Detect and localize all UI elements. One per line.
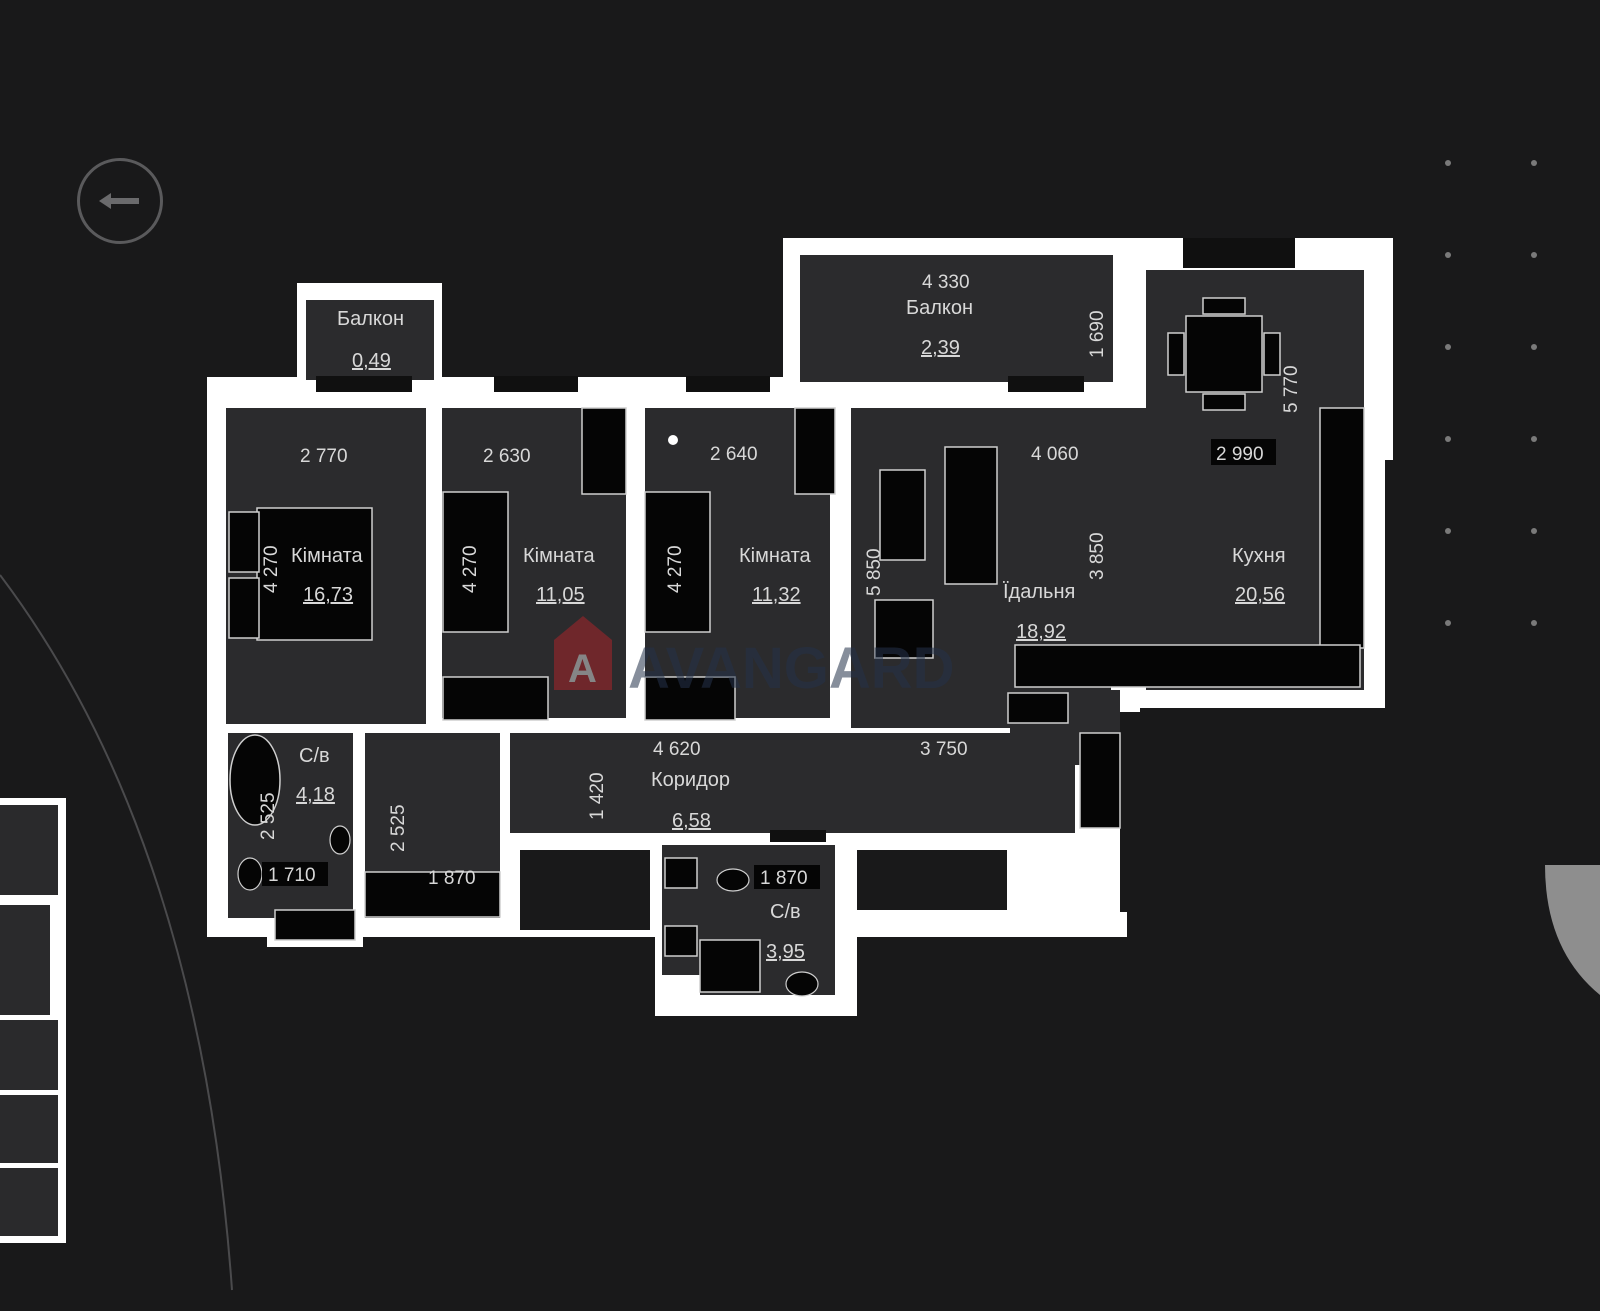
room-area-room3: 11,32 bbox=[752, 584, 801, 606]
dimension-badge bbox=[754, 865, 820, 889]
single-bed bbox=[644, 491, 711, 633]
room-area-dining: 18,92 bbox=[1016, 621, 1066, 643]
dimension-label: 4 270 bbox=[261, 545, 282, 593]
closet bbox=[442, 676, 549, 721]
dining-table bbox=[1185, 315, 1263, 393]
single-bed bbox=[442, 491, 509, 633]
dimension-label: 5 850 bbox=[864, 548, 885, 596]
washer bbox=[1007, 692, 1069, 724]
lamp-icon bbox=[668, 435, 678, 445]
kitchen-counter-bottom bbox=[1014, 644, 1361, 688]
dimension-label: 1 690 bbox=[1087, 310, 1108, 358]
dimension-label: 2 990 bbox=[1216, 444, 1264, 465]
dimension-label: 2 770 bbox=[300, 446, 348, 467]
dimension-label: 4 270 bbox=[460, 545, 481, 593]
room-area-bath1: 4,18 bbox=[296, 784, 335, 806]
room-area-balcony-large: 2,39 bbox=[921, 337, 960, 359]
room-name-room1: Кімната bbox=[291, 545, 364, 567]
svg-text:A: A bbox=[568, 647, 597, 691]
armchair bbox=[874, 599, 934, 659]
decorative-half-circle bbox=[1545, 865, 1600, 995]
dimension-label: 5 770 bbox=[1281, 365, 1302, 413]
mini-plan-thumbnail[interactable] bbox=[0, 798, 66, 1243]
room-area-kitchen: 20,56 bbox=[1235, 584, 1285, 606]
decorative-arc bbox=[0, 574, 233, 1291]
dimension-label: 3 750 bbox=[920, 739, 968, 760]
watermark-text: AVANGARD bbox=[628, 636, 955, 701]
closet bbox=[364, 871, 501, 918]
room-name-bath2: С/в bbox=[770, 901, 801, 923]
watermark: A AVANGARD bbox=[554, 616, 955, 701]
room-area-corridor: 6,58 bbox=[672, 810, 711, 832]
room-area-balcony-small: 0,49 bbox=[352, 350, 391, 372]
bathtub bbox=[229, 734, 281, 826]
chairs bbox=[1167, 297, 1281, 411]
dimension-label: 2 525 bbox=[388, 804, 409, 852]
wardrobe bbox=[794, 407, 836, 495]
sofa bbox=[944, 446, 998, 585]
wardrobe bbox=[581, 407, 627, 495]
back-button[interactable] bbox=[77, 158, 163, 244]
dimension-label: 1 870 bbox=[428, 868, 476, 889]
bath-cabinet bbox=[274, 909, 356, 941]
room-name-balcony-small: Балкон bbox=[337, 308, 404, 330]
dimension-badge bbox=[1211, 439, 1276, 465]
tv-stand bbox=[879, 469, 926, 561]
dimension-badge bbox=[262, 862, 328, 886]
sink bbox=[785, 971, 819, 997]
room-labels: Балкон 0,49 Балкон 2,39 Кімната 16,73 Кі… bbox=[291, 297, 1286, 963]
room-name-balcony-large: Балкон bbox=[906, 297, 973, 319]
decorative-dot-grid bbox=[1445, 160, 1555, 640]
room-name-kitchen: Кухня bbox=[1232, 545, 1286, 567]
shower bbox=[699, 939, 761, 993]
room-area-room2: 11,05 bbox=[536, 584, 585, 606]
room-name-room2: Кімната bbox=[523, 545, 596, 567]
back-arrow-icon bbox=[99, 193, 139, 209]
dimension-label: 1 870 bbox=[760, 868, 808, 889]
room-area-room1: 16,73 bbox=[303, 584, 353, 606]
room-area-bath2: 3,95 bbox=[766, 941, 805, 963]
dimension-label: 4 060 bbox=[1031, 444, 1079, 465]
toilet bbox=[716, 868, 750, 892]
dimension-label: 4 330 bbox=[922, 272, 970, 293]
dimension-label: 1 420 bbox=[587, 772, 608, 820]
furniture bbox=[228, 315, 1365, 993]
toilet bbox=[237, 857, 263, 891]
dimension-label: 4 270 bbox=[665, 545, 686, 593]
dimension-label: 1 710 bbox=[268, 865, 316, 886]
closet bbox=[644, 676, 736, 721]
windows bbox=[316, 238, 1295, 842]
dimension-labels: 4 330 1 690 5 770 2 770 2 630 2 640 4 06… bbox=[258, 272, 1302, 889]
dimension-label: 3 850 bbox=[1087, 532, 1108, 580]
kitchen-counter bbox=[1319, 407, 1365, 649]
dimension-label: 2 630 bbox=[483, 446, 531, 467]
dimension-label: 4 620 bbox=[653, 739, 701, 760]
dimension-label: 2 525 bbox=[258, 792, 279, 840]
room-name-dining: Їдальня bbox=[1003, 581, 1075, 603]
room-name-room3: Кімната bbox=[739, 545, 812, 567]
room-name-bath1: С/в bbox=[299, 745, 330, 767]
dimension-label: 2 640 bbox=[710, 444, 758, 465]
double-bed bbox=[256, 507, 373, 641]
room-name-corridor: Коридор bbox=[651, 769, 730, 791]
storage bbox=[1079, 732, 1121, 829]
sink bbox=[329, 825, 351, 855]
